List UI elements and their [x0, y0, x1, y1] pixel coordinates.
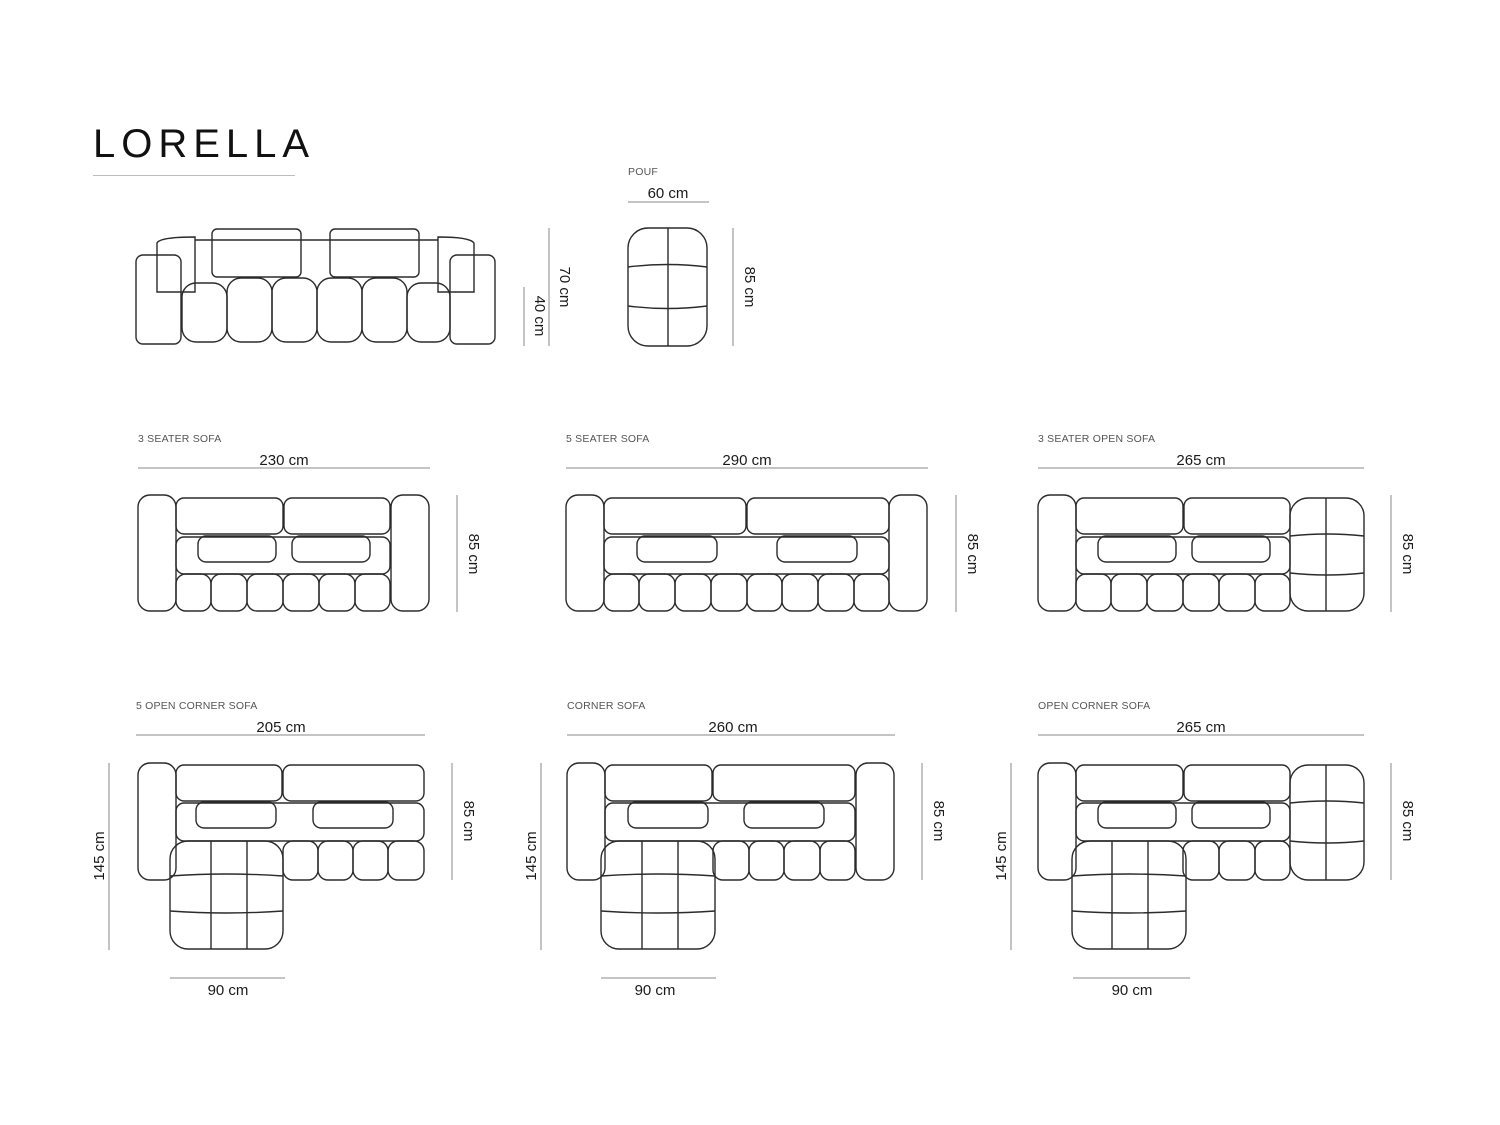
pouf-width-label: 60 cm [648, 185, 689, 202]
sofa-caption: 3 SEATER OPEN SOFA [1038, 433, 1155, 445]
front-height-seat-label: 40 cm [531, 296, 548, 337]
sofa-depth-label: 85 cm [964, 534, 981, 575]
sofa-depth-label: 85 cm [465, 534, 482, 575]
sofa-height-label: 145 cm [91, 831, 108, 880]
sofa-plan-5-open-corner: 5 OPEN CORNER SOFA 205 cm 85 cm 145 cm 9… [91, 700, 477, 999]
pouf-depth-label: 85 cm [741, 267, 758, 308]
sofa-caption: 3 SEATER SOFA [138, 433, 222, 445]
brand-underline [93, 175, 295, 176]
sofa-width-label: 230 cm [259, 452, 308, 469]
sofa-leg-label: 90 cm [1112, 982, 1153, 999]
sofa-leg-label: 90 cm [208, 982, 249, 999]
sofa-depth-label: 85 cm [1399, 801, 1416, 842]
pouf-caption: POUF [628, 166, 658, 178]
pouf-plan: POUF 60 cm 85 cm [627, 166, 758, 347]
sofa-width-label: 265 cm [1176, 452, 1225, 469]
sofa-caption: 5 SEATER SOFA [566, 433, 650, 445]
front-height-total-label: 70 cm [556, 267, 573, 308]
sofa-depth-label: 85 cm [930, 801, 947, 842]
sofa-leg-label: 90 cm [635, 982, 676, 999]
sofa-width-label: 290 cm [722, 452, 771, 469]
sofa-plan-5-seater: 5 SEATER SOFA 290 cm 85 cm [565, 433, 981, 612]
sofa-depth-label: 85 cm [460, 801, 477, 842]
sofa-caption: 5 OPEN CORNER SOFA [136, 700, 257, 712]
sofa-caption: OPEN CORNER SOFA [1038, 700, 1150, 712]
sofa-height-label: 145 cm [523, 831, 540, 880]
sofa-plan-corner: CORNER SOFA 260 cm 85 cm 145 cm 90 cm [523, 700, 947, 999]
sofa-plan-3-seater: 3 SEATER SOFA 230 cm 85 cm [137, 433, 482, 612]
sofa-plan-3-seater-open: 3 SEATER OPEN SOFA 265 cm 85 cm [1037, 433, 1416, 612]
sofa-height-label: 145 cm [993, 831, 1010, 880]
sofa-plan-open-corner: OPEN CORNER SOFA 265 cm 85 cm 145 cm 90 … [993, 700, 1416, 999]
sofa-depth-label: 85 cm [1399, 534, 1416, 575]
front-view-sofa [135, 228, 496, 345]
sofa-width-label: 265 cm [1176, 719, 1225, 736]
sofa-width-label: 205 cm [256, 719, 305, 736]
brand-title: LORELLA [93, 122, 316, 166]
sofa-caption: CORNER SOFA [567, 700, 646, 712]
front-height-dimensions: 70 cm 40 cm [523, 228, 573, 346]
sofa-width-label: 260 cm [708, 719, 757, 736]
